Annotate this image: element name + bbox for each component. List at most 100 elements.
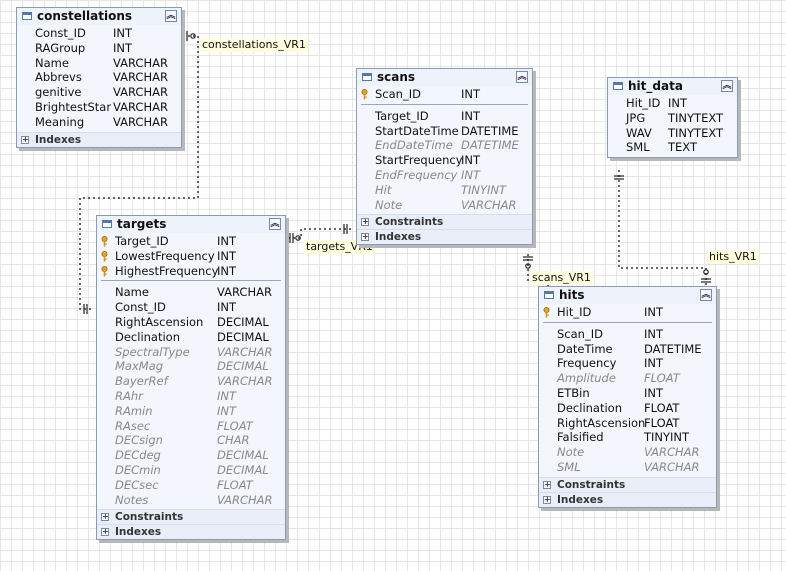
table-header[interactable]: constellations ︽	[17, 8, 181, 25]
column-type: INT	[644, 385, 664, 400]
expand-plus-icon[interactable]: +	[543, 479, 551, 489]
table-header[interactable]: scans ︽	[357, 69, 532, 86]
relationship-label-constellations[interactable]: constellations_VR1	[200, 38, 308, 52]
section-indexes[interactable]: +Indexes	[97, 524, 285, 540]
collapse-chevron-icon[interactable]: ︽	[700, 289, 712, 301]
collapse-chevron-icon[interactable]: ︽	[516, 71, 528, 83]
column-name: Abbrevs	[35, 70, 82, 85]
column-name: MaxMag	[115, 359, 164, 374]
collapse-chevron-icon[interactable]: ︽	[721, 80, 733, 92]
column-type: FLOAT	[217, 418, 253, 433]
table-header[interactable]: hits ︽	[539, 287, 716, 304]
section-indexes[interactable]: +Indexes	[357, 229, 532, 245]
column-name: Notes	[115, 492, 149, 507]
column-type: DATETIME	[461, 123, 519, 138]
column-name: Falsified	[557, 430, 604, 445]
column-type: DECIMAL	[217, 462, 269, 477]
collapse-chevron-icon[interactable]: ︽	[269, 218, 281, 230]
column-name: Name	[35, 55, 69, 70]
relationship-label-hits[interactable]: hits_VR1	[707, 250, 759, 264]
section-constraints[interactable]: +Constraints	[97, 509, 285, 525]
expand-plus-icon[interactable]: +	[101, 512, 109, 522]
column-name: RAsec	[115, 418, 151, 433]
column-name: Const_ID	[35, 26, 86, 40]
column-type: INT	[461, 108, 481, 123]
column-name: Frequency	[557, 356, 617, 371]
expand-plus-icon[interactable]: +	[361, 232, 369, 242]
relationship-label-scans[interactable]: scans_VR1	[530, 271, 593, 285]
table-header[interactable]: hit_data ︽	[608, 78, 737, 95]
column-row[interactable]: Target_ID INT	[357, 109, 532, 124]
column-type: VARCHAR	[217, 285, 272, 300]
column-type: INT	[644, 326, 664, 341]
expand-plus-icon[interactable]: +	[21, 134, 29, 144]
expand-plus-icon[interactable]: +	[543, 494, 551, 504]
section-indexes[interactable]: +Indexes	[539, 491, 716, 507]
column-type: INT	[217, 403, 237, 418]
collapse-chevron-icon[interactable]: ︽	[165, 10, 177, 22]
table-title: constellations	[37, 9, 133, 23]
column-name: Target_ID	[375, 108, 429, 123]
section-indexes[interactable]: +Indexes	[17, 131, 181, 147]
column-row[interactable]: Abbrevs VARCHAR	[17, 70, 181, 85]
expand-plus-icon[interactable]: +	[101, 527, 109, 537]
section-constraints[interactable]: +Constraints	[357, 214, 532, 230]
expand-plus-icon[interactable]: +	[361, 217, 369, 227]
column-row[interactable]: RAsec FLOAT	[97, 419, 285, 434]
section-constraints[interactable]: +Constraints	[539, 476, 716, 492]
table-header[interactable]: targets ︽	[97, 216, 285, 233]
column-type: VARCHAR	[113, 70, 168, 85]
column-name: Declination	[557, 400, 623, 415]
